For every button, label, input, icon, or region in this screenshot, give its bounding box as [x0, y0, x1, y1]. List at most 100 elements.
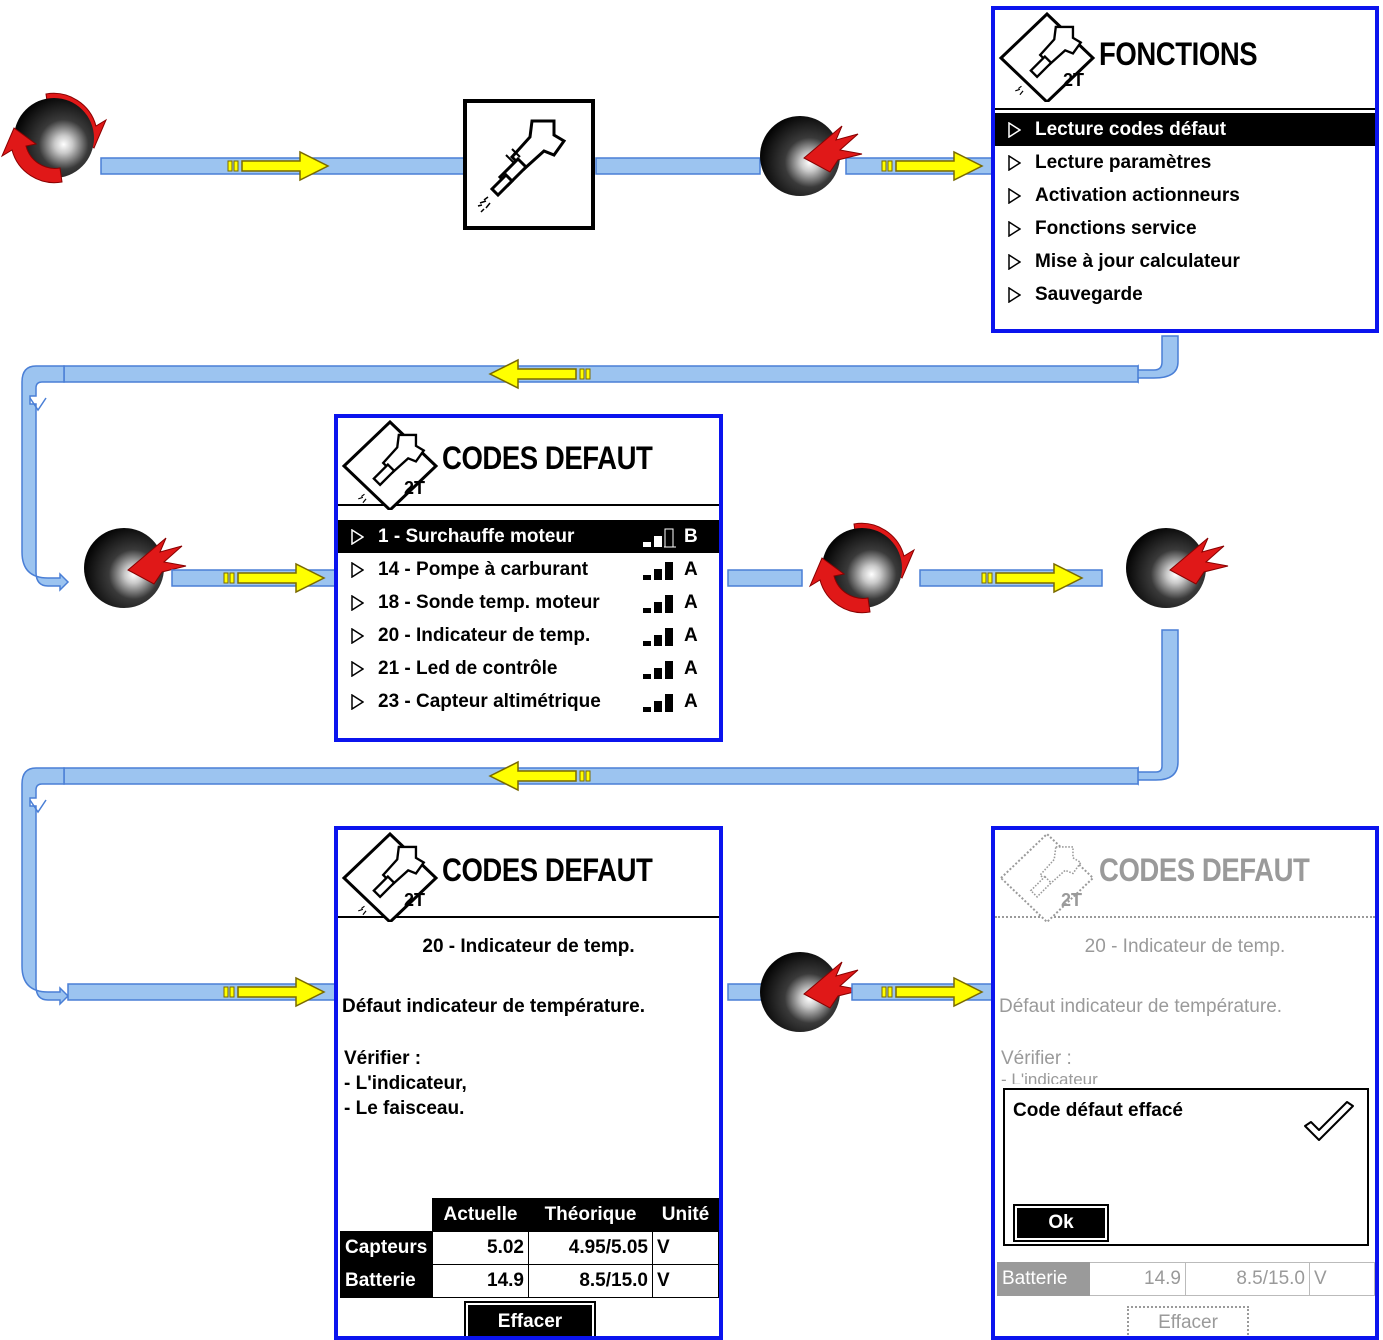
- cell-unit: V: [1309, 1262, 1375, 1296]
- code-title: 20 - Indicateur de temp.: [1084, 936, 1286, 957]
- menu-item-lecture-codes[interactable]: Lecture codes défaut: [995, 113, 1375, 146]
- menu-item-label: Fonctions service: [1035, 218, 1197, 239]
- screen-title: CODES DEFAUT: [1099, 852, 1310, 888]
- rotary-knob-rotate-icon: [810, 523, 914, 612]
- menu-item-mise-a-jour[interactable]: Mise à jour calculateur: [995, 245, 1375, 278]
- check-heading: Vérifier :: [344, 1048, 422, 1069]
- table-row: Batterie 14.9 8.5/15.0 V: [340, 1264, 719, 1298]
- effacer-button: Effacer: [1127, 1306, 1249, 1336]
- pipe-left-bend-2: [21, 767, 70, 1006]
- cell-theoretical: 8.5/15.0: [528, 1264, 653, 1298]
- table-corner: [341, 1199, 433, 1232]
- rotary-knob-push-icon: [84, 528, 186, 608]
- check-item: - L'indicateur: [1001, 1070, 1098, 1084]
- triangle-right-icon: [351, 628, 364, 644]
- ok-button[interactable]: Ok: [1017, 1208, 1105, 1238]
- code-label: 20 - Indicateur de temp.: [378, 625, 591, 646]
- screen-codes-list: 2T CODES DEFAUT 1 - Surchauffe moteur B 1…: [334, 414, 723, 742]
- table-row: Batterie 14.9 8.5/15.0 V: [997, 1262, 1375, 1296]
- code-description: Défaut indicateur de température.: [342, 996, 646, 1017]
- triangle-right-icon: [1008, 287, 1021, 303]
- dialog-message: Code défaut effacé: [1013, 1100, 1183, 1121]
- triangle-right-icon: [351, 529, 364, 545]
- triangle-right-icon: [351, 661, 364, 677]
- code-label: 14 - Pompe à carburant: [378, 559, 589, 580]
- values-table: Batterie 14.9 8.5/15.0 V: [997, 1262, 1375, 1296]
- injector-logo-icon: [999, 832, 1095, 922]
- flow-arrow-right-icon: [881, 977, 983, 1007]
- menu-item-label: Mise à jour calculateur: [1035, 251, 1240, 272]
- screen-header: 2T FONCTIONS: [995, 10, 1375, 110]
- screen-code-detail: 2T CODES DEFAUT 20 - Indicateur de temp.…: [334, 826, 723, 1340]
- screen-title: CODES DEFAUT: [442, 852, 653, 888]
- flow-arrow-right-icon: [227, 151, 329, 181]
- confirmation-dialog: Code défaut effacé Ok: [1003, 1088, 1369, 1246]
- code-grade: B: [684, 526, 698, 547]
- code-item[interactable]: 14 - Pompe à carburant A: [338, 553, 719, 586]
- screen-fonctions: 2T FONCTIONS Lecture codes défaut Lectur…: [991, 6, 1379, 333]
- screen-header: 2T CODES DEFAUT: [338, 418, 719, 510]
- triangle-right-icon: [351, 595, 364, 611]
- screen-title: FONCTIONS: [1099, 36, 1258, 72]
- signal-level-icon: [643, 528, 676, 548]
- codes-list: 1 - Surchauffe moteur B 14 - Pompe à carb…: [338, 520, 719, 718]
- flow-arrow-right-icon: [881, 151, 983, 181]
- code-grade: A: [684, 658, 698, 679]
- menu-item-activation-actionneurs[interactable]: Activation actionneurs: [995, 179, 1375, 212]
- check-item: - Le faisceau.: [344, 1098, 465, 1119]
- pipe-return-2: [63, 767, 1139, 785]
- triangle-right-icon: [1008, 155, 1021, 171]
- cell-actual: 5.02: [432, 1231, 529, 1265]
- pipe-return-1: [63, 365, 1139, 383]
- check-heading: Vérifier :: [1001, 1048, 1072, 1069]
- column-header: Théorique: [528, 1198, 653, 1232]
- code-description: Défaut indicateur de température.: [999, 996, 1283, 1017]
- cell-actual: 14.9: [1089, 1262, 1186, 1296]
- code-label: 18 - Sonde temp. moteur: [378, 592, 600, 613]
- row-label: Batterie: [340, 1264, 433, 1298]
- logo-text: 2T: [404, 478, 426, 498]
- menu-item-label: Lecture codes défaut: [1035, 119, 1227, 140]
- signal-level-icon: [643, 595, 673, 613]
- menu-item-label: Sauvegarde: [1035, 284, 1143, 305]
- rotary-knob-push-icon: [760, 116, 862, 196]
- menu-item-fonctions-service[interactable]: Fonctions service: [995, 212, 1375, 245]
- menu-item-sauvegarde[interactable]: Sauvegarde: [995, 278, 1375, 311]
- values-table: Actuelle Théorique Unité Capteurs 5.02 4…: [340, 1198, 719, 1298]
- menu-item-lecture-parametres[interactable]: Lecture paramètres: [995, 146, 1375, 179]
- code-label: 23 - Capteur altimétrique: [378, 691, 601, 712]
- code-item[interactable]: 18 - Sonde temp. moteur A: [338, 586, 719, 619]
- code-item[interactable]: 1 - Surchauffe moteur B: [338, 520, 719, 553]
- code-grade: A: [684, 559, 698, 580]
- code-title: 20 - Indicateur de temp.: [422, 936, 635, 957]
- triangle-right-icon: [1008, 188, 1021, 204]
- screen-header: 2T CODES DEFAUT: [338, 830, 719, 922]
- table-header-row: Actuelle Théorique Unité: [341, 1198, 719, 1232]
- injector-logo-icon: [998, 12, 1096, 102]
- rotary-knob-push-icon: [1126, 528, 1228, 608]
- flow-arrow-right-icon: [223, 977, 325, 1007]
- pipe-2: [595, 157, 761, 175]
- code-item[interactable]: 20 - Indicateur de temp.A: [338, 619, 719, 652]
- screen-cleared: 2T CODES DEFAUT 20 - Indicateur de temp.…: [991, 826, 1379, 1340]
- row-label: Batterie: [997, 1262, 1090, 1296]
- code-grade: A: [684, 592, 698, 613]
- logo-text: 2T: [404, 890, 426, 910]
- cell-unit: V: [652, 1264, 719, 1298]
- injector-logo-icon: [341, 832, 439, 922]
- effacer-button[interactable]: Effacer: [468, 1305, 592, 1336]
- screen-header: 2T CODES DEFAUT: [995, 830, 1375, 922]
- code-label: 1 - Surchauffe moteur: [378, 526, 575, 547]
- flow-arrow-right-icon: [223, 563, 325, 593]
- triangle-right-icon: [1008, 221, 1021, 237]
- menu-item-label: Activation actionneurs: [1035, 185, 1240, 206]
- signal-level-icon: [643, 562, 673, 580]
- screen-title: CODES DEFAUT: [442, 440, 653, 476]
- cell-theoretical: 8.5/15.0: [1185, 1262, 1310, 1296]
- triangle-right-icon: [1008, 122, 1021, 138]
- injector-logo-icon: [341, 420, 439, 510]
- fonctions-menu: Lecture codes défaut Lecture paramètres …: [995, 113, 1375, 311]
- checkmark-icon: [1304, 1101, 1354, 1141]
